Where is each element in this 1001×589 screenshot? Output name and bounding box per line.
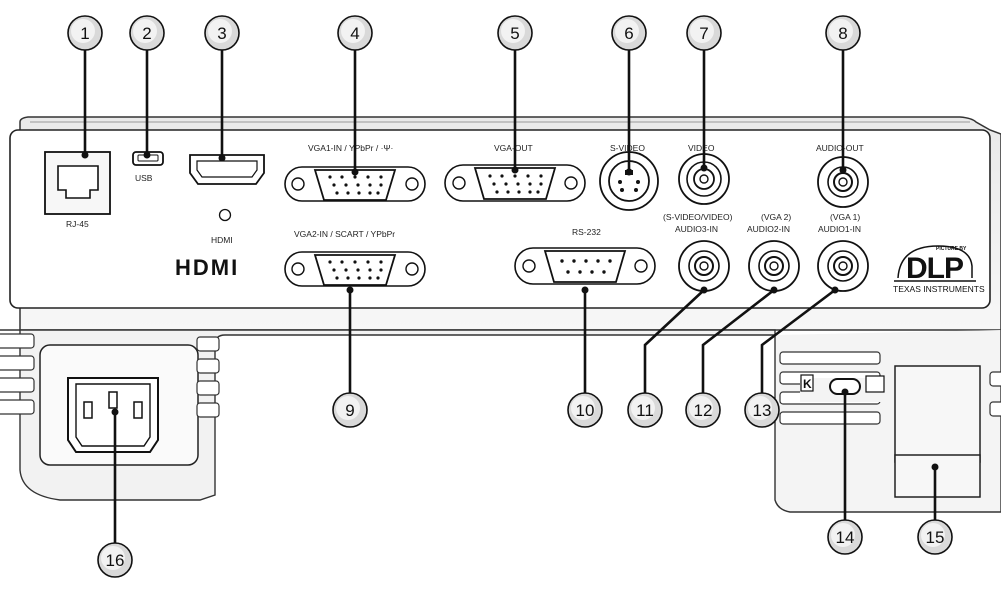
callout-number: 16 [106, 551, 125, 570]
callout-5: 5 [497, 15, 533, 51]
s-video-port: S-VIDEO [599, 143, 659, 211]
security-bar [894, 454, 981, 498]
texas-instruments-label: TEXAS INSTRUMENTS [893, 284, 985, 294]
audio1-in-port: (VGA 1) AUDIO1-IN [817, 212, 869, 292]
audio2-label-line2: AUDIO2-IN [747, 224, 790, 234]
audio3-label-line2: AUDIO3-IN [675, 224, 718, 234]
callout-number: 13 [753, 401, 772, 420]
callout-11: 11 [627, 392, 663, 428]
callout-16: 16 [97, 542, 133, 578]
vent-slots-left [0, 333, 220, 418]
callout-12: 12 [685, 392, 721, 428]
callout-number: 2 [142, 24, 151, 43]
audio1-label-line1: (VGA 1) [830, 212, 860, 222]
hdmi-indicator [218, 208, 232, 222]
rj45-port: RJ-45 [44, 151, 111, 229]
hdmi-logo: HDMI [175, 255, 239, 280]
vga2-in-port: VGA2-IN / SCART / YPbPr [284, 229, 426, 287]
dlp-wordmark: DLP [906, 252, 963, 285]
top-leader-lines [81, 48, 847, 176]
callout-number: 10 [576, 401, 595, 420]
callout-13: 13 [744, 392, 780, 428]
audio3-in-port: (S-VIDEO/VIDEO) AUDIO3-IN [663, 212, 733, 292]
hdmi-port: HDMI [189, 154, 265, 245]
lamp-cover [894, 365, 981, 463]
audio2-in-port: (VGA 2) AUDIO2-IN [747, 212, 800, 292]
rs232-label: RS-232 [572, 227, 601, 237]
audio2-label-line1: (VGA 2) [761, 212, 791, 222]
callout-1: 1 [67, 15, 103, 51]
callout-number: 6 [624, 24, 633, 43]
callout-14: 14 [827, 519, 863, 555]
bottom-leader-lines [111, 286, 939, 545]
callout-number: 8 [838, 24, 847, 43]
vga-out-label: VGA-OUT [494, 143, 533, 153]
s-video-label: S-VIDEO [610, 143, 645, 153]
kensington-lock-icon: K [800, 374, 885, 395]
vga1-in-label: VGA1-IN / YPbPr / ·Ψ· [308, 143, 393, 153]
callout-4: 4 [337, 15, 373, 51]
callout-6: 6 [611, 15, 647, 51]
callout-number: 15 [926, 528, 945, 547]
audio1-label-line2: AUDIO1-IN [818, 224, 861, 234]
svg-text:K: K [803, 377, 812, 391]
callout-number: 3 [217, 24, 226, 43]
callout-7: 7 [686, 15, 722, 51]
rj45-label: RJ-45 [66, 219, 89, 229]
vga2-in-label: VGA2-IN / SCART / YPbPr [294, 229, 395, 239]
callout-number: 9 [345, 401, 354, 420]
callout-number: 14 [836, 528, 855, 547]
callout-10: 10 [567, 392, 603, 428]
callout-3: 3 [204, 15, 240, 51]
callout-2: 2 [129, 15, 165, 51]
audio3-label-line1: (S-VIDEO/VIDEO) [663, 212, 733, 222]
vga-out-port: VGA-OUT [444, 143, 586, 202]
callout-8: 8 [825, 15, 861, 51]
callout-9: 9 [332, 392, 368, 428]
vga1-in-port: VGA1-IN / YPbPr / ·Ψ· [284, 143, 426, 202]
rs232-port: RS-232 [514, 227, 656, 285]
video-port: VIDEO [678, 143, 730, 205]
audio-out-label: AUDIO-OUT [816, 143, 864, 153]
callout-number: 11 [636, 401, 654, 420]
callout-number: 5 [510, 24, 519, 43]
video-label: VIDEO [688, 143, 715, 153]
callout-number: 12 [694, 401, 713, 420]
callout-number: 4 [350, 24, 359, 43]
usb-label: USB [135, 173, 153, 183]
callout-15: 15 [917, 519, 953, 555]
hdmi-label: HDMI [211, 235, 233, 245]
dlp-picture-by: PICTURE BY [936, 246, 967, 252]
callout-number: 7 [699, 24, 708, 43]
ac-power-inlet [67, 377, 159, 453]
callout-number: 1 [80, 24, 89, 43]
dlp-logo: PICTURE BY DLP TEXAS INSTRUMENTS [893, 245, 985, 294]
